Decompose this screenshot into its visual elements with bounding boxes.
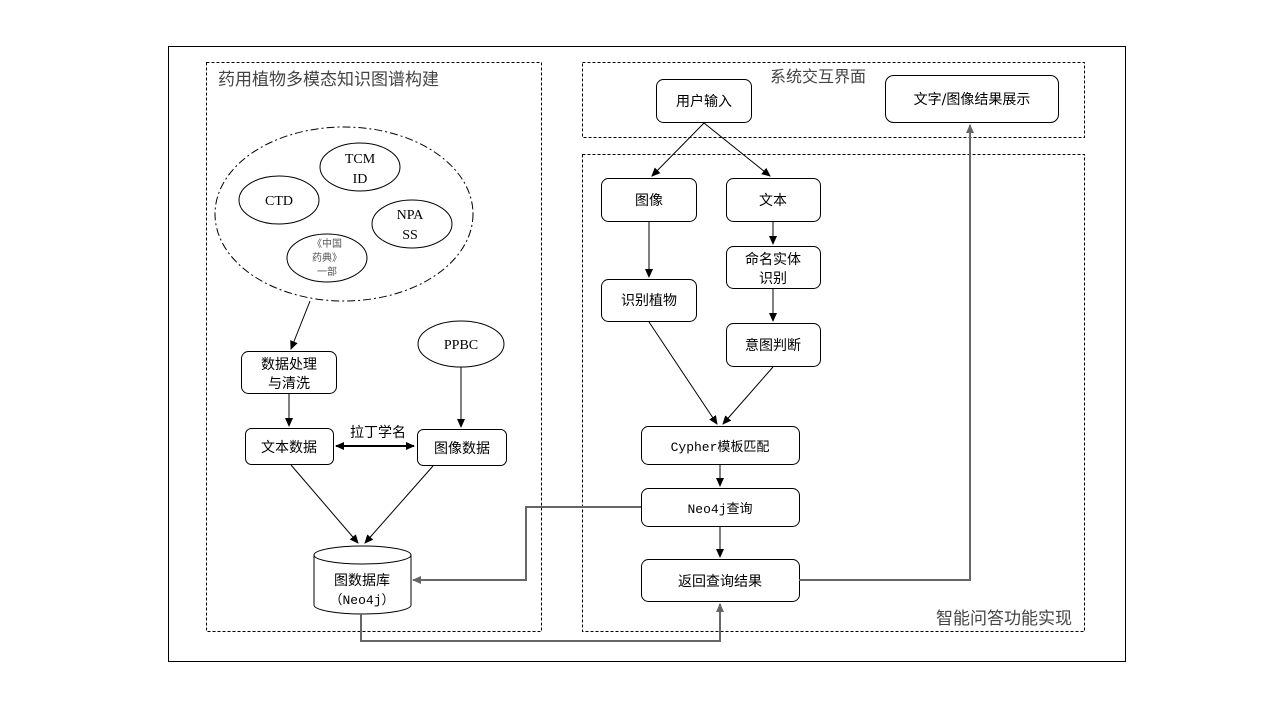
source-pharmacopoeia-line2: 药典》 — [312, 251, 342, 264]
source-tcmid-line2: ID — [353, 172, 368, 187]
source-tcmid-line1: TCM — [345, 152, 376, 167]
qa-panel-title: 智能问答功能实现 — [936, 609, 1072, 628]
arrow-intent-to-cypher — [722, 366, 774, 425]
node-user-input-label: 用户输入 — [676, 93, 732, 110]
node-text[interactable]: 文本 — [726, 178, 821, 222]
arrow-text-data-to-db — [290, 464, 359, 544]
node-graph-db-line2: （Neo4j） — [329, 593, 394, 608]
arrow-input-to-image — [651, 122, 705, 177]
node-ner[interactable]: 命名实体 识别 — [726, 246, 821, 289]
qa-panel — [582, 154, 1085, 632]
arrow-input-to-text — [703, 122, 771, 177]
node-cypher[interactable]: Cypher模板匹配 — [641, 426, 800, 465]
source-ctd[interactable]: CTD — [238, 175, 320, 225]
source-ppbc-label: PPBC — [444, 338, 478, 353]
source-pharmacopoeia-line3: 一部 — [317, 265, 337, 278]
node-text-data-label: 文本数据 — [261, 440, 317, 456]
node-result-display[interactable]: 文字/图像结果展示 — [885, 75, 1059, 123]
node-intent[interactable]: 意图判断 — [726, 323, 821, 367]
source-npass-line1: NPA — [397, 208, 425, 223]
interface-panel — [582, 62, 1085, 138]
construction-panel — [206, 62, 542, 632]
node-graph-db[interactable]: 图数据库 （Neo4j） — [313, 545, 412, 615]
node-text-label: 文本 — [759, 193, 787, 209]
source-npass-line2: SS — [402, 228, 418, 243]
node-data-processing-line1: 数据处理 — [261, 357, 317, 373]
node-image-data-label: 图像数据 — [434, 441, 490, 457]
source-ppbc[interactable]: PPBC — [417, 320, 505, 368]
arrow-identify-to-cypher — [648, 321, 718, 425]
source-npass[interactable]: NPA SS — [371, 199, 453, 249]
outer-frame — [168, 46, 1126, 662]
arrow-sources-to-processing — [290, 300, 311, 350]
node-data-processing[interactable]: 数据处理 与清洗 — [241, 351, 337, 394]
node-image[interactable]: 图像 — [601, 178, 697, 222]
node-image-label: 图像 — [635, 193, 663, 209]
node-data-processing-line2: 与清洗 — [268, 376, 310, 392]
node-identify-plant-label: 识别植物 — [621, 293, 677, 309]
node-neo4j-query[interactable]: Neo4j查询 — [641, 488, 800, 527]
node-identify-plant[interactable]: 识别植物 — [601, 279, 697, 322]
node-cypher-label: Cypher模板匹配 — [671, 440, 770, 455]
source-ctd-label: CTD — [265, 194, 293, 209]
source-pharmacopoeia-line1: 《中国 — [312, 237, 342, 250]
interface-panel-title: 系统交互界面 — [770, 68, 866, 86]
node-intent-label: 意图判断 — [745, 337, 801, 354]
arrow-image-data-to-db — [364, 465, 434, 544]
source-pharmacopoeia[interactable]: 《中国 药典》 一部 — [286, 233, 368, 283]
node-return-results[interactable]: 返回查询结果 — [641, 559, 800, 602]
node-result-display-label: 文字/图像结果展示 — [914, 92, 1031, 108]
node-graph-db-line1: 图数据库 — [334, 573, 390, 589]
connector-db-to-results — [360, 603, 724, 642]
node-image-data[interactable]: 图像数据 — [417, 429, 507, 466]
node-return-results-label: 返回查询结果 — [678, 574, 762, 590]
connector-query-to-db — [412, 506, 641, 584]
node-ner-line2: 识别 — [759, 271, 787, 287]
connector-results-to-display — [799, 124, 974, 581]
node-neo4j-query-label: Neo4j查询 — [687, 502, 752, 517]
node-text-data[interactable]: 文本数据 — [245, 428, 334, 465]
latin-name-label: 拉丁学名 — [350, 425, 406, 441]
construction-panel-title: 药用植物多模态知识图谱构建 — [218, 70, 439, 89]
source-tcmid[interactable]: TCM ID — [319, 142, 401, 192]
node-user-input[interactable]: 用户输入 — [656, 79, 752, 123]
node-ner-line1: 命名实体 — [745, 251, 801, 268]
data-sources-group — [214, 126, 474, 302]
